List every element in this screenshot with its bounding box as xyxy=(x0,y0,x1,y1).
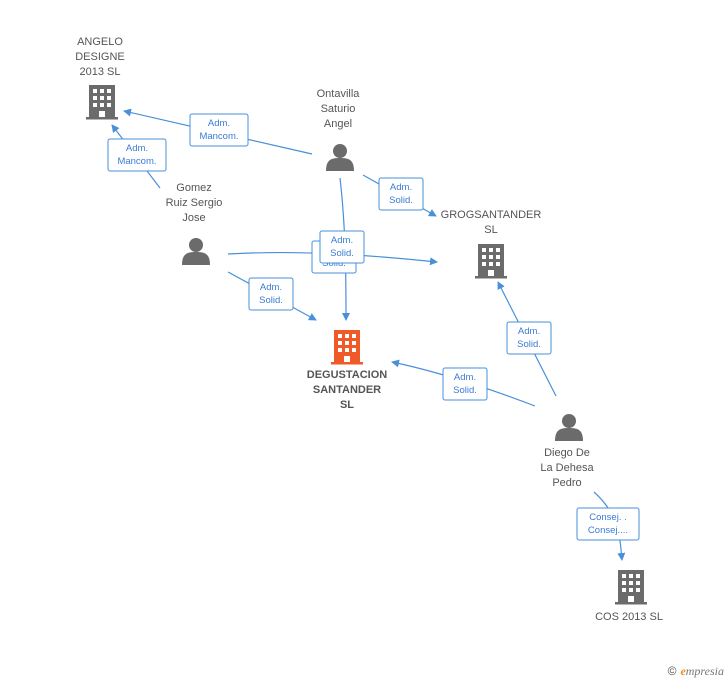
edge-label-box xyxy=(442,367,488,401)
edge-label-e1[interactable]: Adm.Mancom. xyxy=(189,113,249,147)
edge-label-e5[interactable]: Adm.Solid. xyxy=(319,230,365,264)
node-cos[interactable]: COS 2013 SL xyxy=(595,570,663,623)
edge-label-text: Adm.Mancom. xyxy=(117,143,156,167)
edge-label-box xyxy=(248,277,294,311)
person-icon xyxy=(182,238,210,265)
building-icon xyxy=(615,570,647,605)
building-icon xyxy=(86,85,118,120)
edge-label-e9[interactable]: Consej. .Consej.... xyxy=(576,507,640,541)
edge-label-box xyxy=(378,177,424,211)
brand-logo: ©empresia xyxy=(668,664,724,679)
edge-label-box xyxy=(319,230,365,264)
brand-initial: e xyxy=(680,664,686,678)
edge-label-box xyxy=(506,321,552,355)
edge-label-text: Adm.Solid. xyxy=(259,282,283,306)
edge-label-e7[interactable]: Adm.Solid. xyxy=(506,321,552,355)
edge-label-e3[interactable]: Adm.Solid. xyxy=(378,177,424,211)
edge-label-e6[interactable]: Adm.Solid. xyxy=(248,277,294,311)
edge-label-text: Adm.Solid. xyxy=(453,372,477,396)
building-icon xyxy=(475,244,507,279)
building-icon xyxy=(331,330,363,365)
edge-label-text: Adm.Mancom. xyxy=(199,118,238,142)
edge-label-text: Adm.Solid. xyxy=(517,326,541,350)
edge-label-e8[interactable]: Adm.Solid. xyxy=(442,367,488,401)
node-label: COS 2013 SL xyxy=(595,611,663,623)
edge-labels: Adm.Mancom. Adm.Mancom. Adm.Solid. Adm.Soli… xyxy=(107,113,640,541)
edge-label-box xyxy=(576,507,640,541)
edge-label-text: Consej. .Consej.... xyxy=(588,512,628,536)
edge-label-text: Adm.Solid. xyxy=(389,182,413,206)
edge-label-e2[interactable]: Adm.Mancom. xyxy=(107,138,167,172)
brand-name: mpresia xyxy=(685,664,724,678)
person-icon xyxy=(555,414,583,441)
edge-label-box xyxy=(107,138,167,172)
person-icon xyxy=(326,144,354,171)
edge-label-text: Adm.Solid. xyxy=(330,235,354,259)
copyright-symbol: © xyxy=(667,664,677,678)
edge-label-box xyxy=(189,113,249,147)
